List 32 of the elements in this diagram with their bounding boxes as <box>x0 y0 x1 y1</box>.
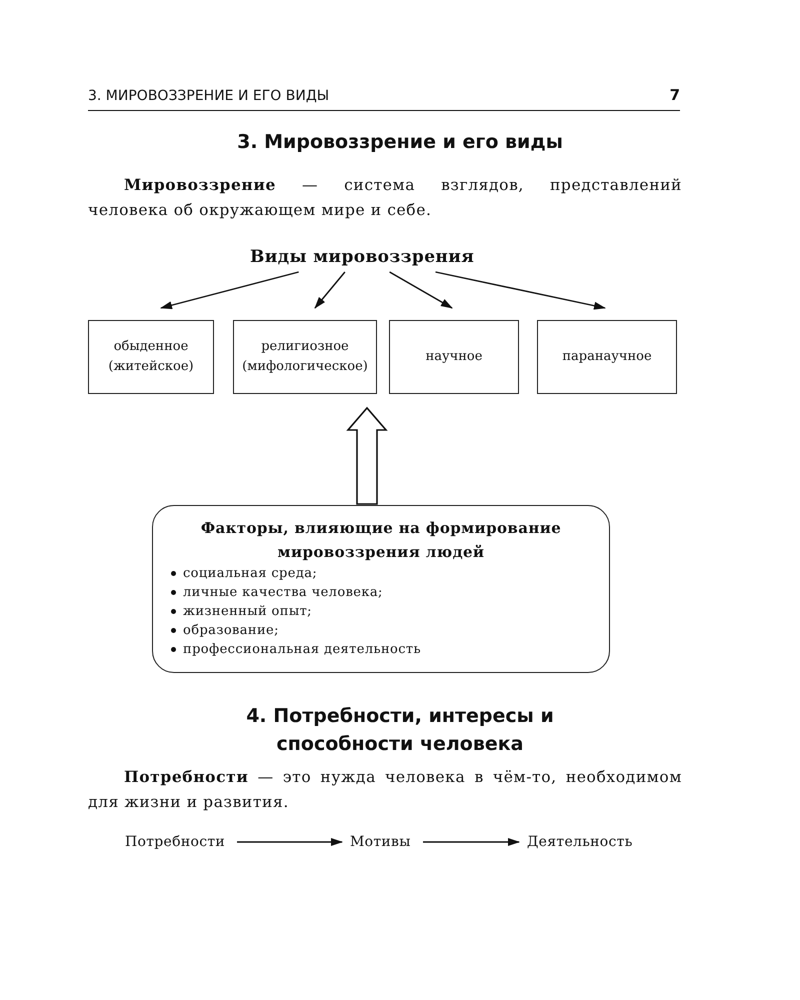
step-label: Потребности <box>125 834 226 850</box>
arrow <box>237 838 343 846</box>
step-label: Деятельность <box>527 834 633 850</box>
arrow <box>435 271 606 310</box>
box-label: обыденное (житейское) <box>107 338 195 376</box>
arrow <box>160 271 299 310</box>
section-heading: 4. Потребности, интересы и способности человека <box>245 704 555 757</box>
definition-paragraph: Потребности — это нужда человека в чём-то, необходимом для жизни и развития. <box>88 766 682 813</box>
bullet-item: личные качества человека; <box>183 584 383 602</box>
step-label: Мотивы <box>350 834 411 850</box>
bullet-item: профессиональная деятельность <box>183 641 421 659</box>
bullet-item: образование; <box>183 622 279 640</box>
box-label: научное <box>426 348 482 366</box>
diagram-subtitle: Виды мировоззрения <box>250 246 474 269</box>
factors-box <box>152 505 610 673</box>
definition-paragraph: Мировоззрение — система взглядов, представлений человека об окружающем мире и себе. <box>88 174 682 221</box>
factors-heading: Факторы, влияющие на формирование мировоззрения людей <box>200 518 562 563</box>
category-box <box>389 320 519 394</box>
box-label: религиозное (мифологическое) <box>241 338 369 376</box>
header-text: 3. МИРОВОЗЗРЕНИЕ И ЕГО ВИДЫ <box>88 88 330 104</box>
arrow <box>314 272 346 309</box>
bullet-item: социальная среда; <box>183 565 318 583</box>
category-box <box>233 320 377 394</box>
block-arrow <box>346 406 388 505</box>
page-number: 7 <box>670 86 680 104</box>
box-label: паранаучное <box>562 348 652 366</box>
bullet-item: жизненный опыт; <box>183 603 312 621</box>
category-box <box>537 320 677 394</box>
category-box <box>88 320 214 394</box>
section-heading: 3. Мировоззрение и его виды <box>237 130 563 155</box>
arrow <box>423 838 520 846</box>
arrow <box>389 271 453 309</box>
